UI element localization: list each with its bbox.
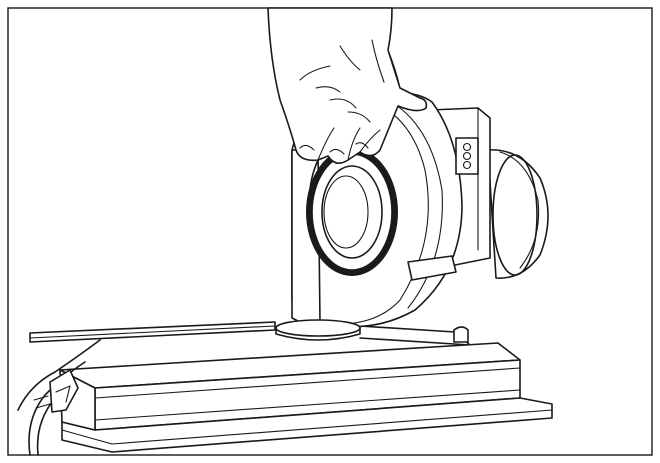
- electrical-connector-icon: [455, 137, 479, 175]
- gasket-ring-icon: [308, 159, 363, 273]
- cable-clip-icon: [17, 339, 101, 456]
- hand-icon: [267, 7, 428, 164]
- burner-base-icon: [29, 321, 553, 453]
